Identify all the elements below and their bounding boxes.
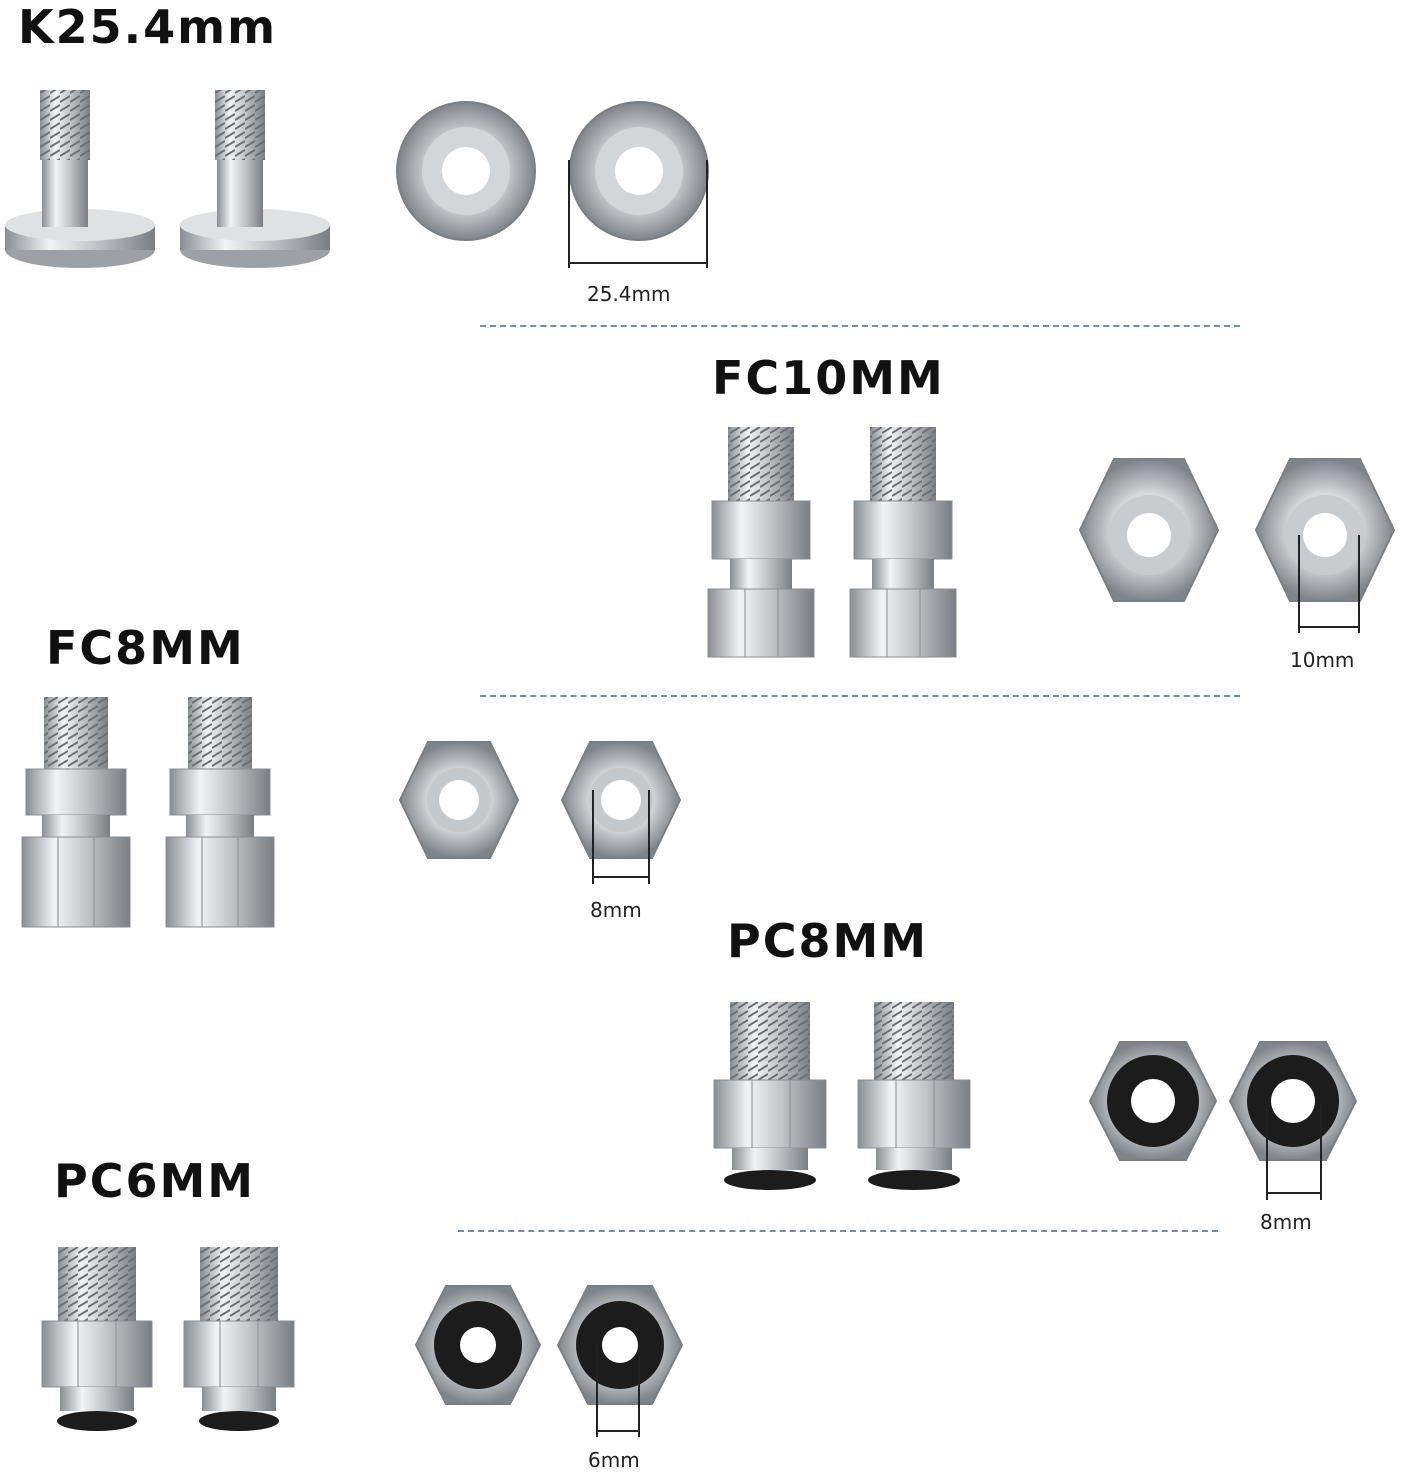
pc8-push-fitting-top-2 [1228,1041,1358,1161]
pc8-measure-arrow [1268,1192,1320,1194]
fc8-measure-arrow [594,876,648,878]
pc6-title: PC6MM [54,1154,256,1208]
k25-flange-fitting-top-2 [569,101,709,241]
pc6-push-fitting-side-2 [183,1247,295,1431]
pc8-push-fitting-side-1 [713,1002,827,1190]
fc8-title: FC8MM [46,621,245,675]
fc8-measure-left-line [592,790,594,884]
pc6-measure-arrow [598,1430,638,1432]
fc8-hex-nut-top-1 [398,741,520,859]
pc8-push-fitting-top-1 [1088,1041,1218,1161]
fc10-dimension-label: 10mm [1290,648,1355,672]
divider-3 [458,1230,1218,1232]
fc8-measure-right-line [648,790,650,884]
pc8-measure-left-line [1266,1105,1268,1200]
fc8-compression-fitting-side-2 [165,697,275,928]
fc10-title: FC10MM [712,351,945,405]
k25-measure-arrow [570,262,706,264]
fc10-measure-right-line [1358,535,1360,633]
fc10-compression-fitting-side-2 [849,427,957,658]
pc8-title: PC8MM [727,914,929,968]
pc8-push-fitting-side-2 [857,1002,971,1190]
k25-title: K25.4mm [18,0,278,54]
divider-1 [480,325,1240,327]
fc10-compression-fitting-side-1 [707,427,815,658]
k25-measure-left-line [568,160,570,268]
pc8-measure-right-line [1320,1105,1322,1200]
fc8-hex-nut-top-2 [560,741,682,859]
fc8-dimension-label: 8mm [590,898,642,922]
pc6-push-fitting-side-1 [41,1247,153,1431]
k25-dimension-label: 25.4mm [587,282,671,306]
pc6-push-fitting-top-1 [414,1285,542,1405]
fc10-hex-nut-top-2 [1254,458,1396,602]
pc6-dimension-label: 6mm [588,1448,640,1472]
k25-flange-fitting-side-2 [180,90,330,268]
fc10-measure-left-line [1298,535,1300,633]
divider-2 [480,695,1240,697]
fc8-compression-fitting-side-1 [21,697,131,928]
fc10-hex-nut-top-1 [1078,458,1220,602]
pc6-measure-right-line [638,1345,640,1437]
k25-flange-fitting-top-1 [396,101,536,241]
pc6-measure-left-line [596,1345,598,1437]
pc6-push-fitting-top-2 [556,1285,684,1405]
fc10-measure-arrow [1300,626,1358,628]
pc8-dimension-label: 8mm [1260,1210,1312,1234]
k25-flange-fitting-side-1 [5,90,155,268]
k25-measure-right-line [706,160,708,268]
